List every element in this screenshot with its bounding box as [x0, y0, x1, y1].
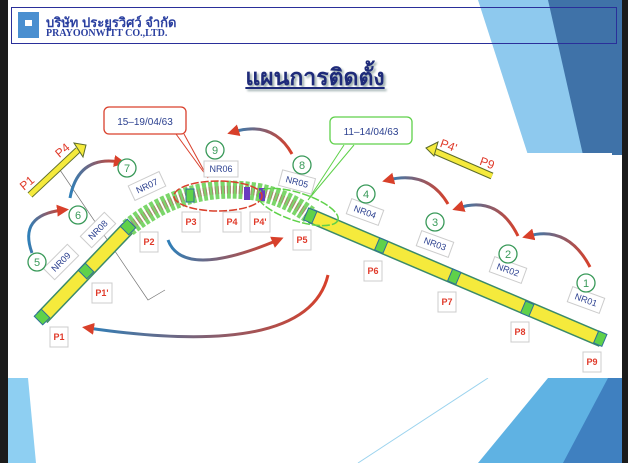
- pier-p6: P6: [363, 260, 383, 282]
- svg-text:P7: P7: [441, 297, 452, 307]
- company-name-thai: บริษัท ประยูรวิศว์ จำกัด: [46, 15, 177, 30]
- svg-text:3: 3: [432, 217, 438, 229]
- direction-arrow-p9-p4prime: P4' P9: [425, 136, 497, 180]
- svg-text:P4': P4': [438, 136, 459, 155]
- direction-arrow-p1-p4: P1 P4: [17, 140, 87, 198]
- step-1: 1: [576, 273, 596, 293]
- installation-diagram: 15–19/04/63 11–14/04/63 P1 P4 P4' P9 NR0…: [17, 106, 608, 430]
- slide-title: แผนการติดตั้ง: [245, 64, 385, 90]
- support-p5: [302, 207, 318, 225]
- svg-text:P5: P5: [296, 235, 307, 245]
- sequence-arrows: [27, 124, 592, 339]
- company-header: บริษัท ประยูรวิศว์ จำกัด PRAYOONWITT CO.…: [11, 7, 617, 44]
- step-7: 7: [117, 158, 137, 178]
- pier-p7: P7: [437, 291, 457, 313]
- step-4: 4: [356, 184, 376, 204]
- pier-p1: P1: [49, 326, 69, 348]
- svg-text:P1: P1: [53, 332, 64, 342]
- step-6: 6: [68, 205, 88, 225]
- support-p7: [446, 268, 462, 286]
- support-p4: [244, 187, 250, 200]
- svg-text:8: 8: [299, 160, 305, 172]
- pier-p5: P5: [292, 229, 312, 251]
- segment-nr03: NR03: [415, 230, 455, 258]
- step-2: 2: [498, 244, 518, 264]
- company-name-english: PRAYOONWITT CO.,LTD.: [46, 28, 168, 39]
- segment-nr07: NR07: [127, 170, 167, 202]
- svg-text:1: 1: [583, 278, 589, 290]
- svg-text:P6: P6: [367, 266, 378, 276]
- support-p3: [185, 188, 195, 203]
- support-p8: [519, 300, 535, 318]
- pier-p1prime: P1': [91, 282, 113, 304]
- segment-nr04: NR04: [345, 198, 385, 226]
- pier-p8: P8: [510, 321, 530, 343]
- step-8: 8: [292, 155, 312, 175]
- support-p9: [592, 330, 608, 348]
- svg-text:P2: P2: [143, 237, 154, 247]
- segment-nr06: NR06: [203, 160, 239, 178]
- support-p1: [33, 308, 51, 326]
- callout-green-text: 11–14/04/63: [344, 127, 399, 138]
- segment-nr08: NR08: [79, 211, 117, 249]
- svg-text:P3: P3: [185, 217, 196, 227]
- svg-text:P1': P1': [95, 288, 108, 298]
- pier-p2: P2: [139, 231, 159, 253]
- segment-nr09: NR09: [42, 243, 80, 281]
- svg-text:7: 7: [124, 163, 130, 175]
- pier-p4: P4: [222, 211, 242, 233]
- svg-text:P8: P8: [514, 327, 525, 337]
- step-3: 3: [425, 212, 445, 232]
- segment-nr01: NR01: [566, 286, 606, 314]
- support-p2: [119, 218, 137, 236]
- step-9: 9: [205, 140, 225, 160]
- company-logo: [18, 12, 39, 38]
- slide: บริษัท ประยูรวิศว์ จำกัด PRAYOONWITT CO.…: [8, 0, 622, 463]
- svg-text:P4: P4: [226, 217, 237, 227]
- svg-text:P9: P9: [478, 154, 497, 172]
- segment-nr05: NR05: [277, 169, 317, 195]
- svg-text:P4': P4': [253, 217, 266, 227]
- svg-text:5: 5: [34, 257, 40, 269]
- support-p1prime: [77, 262, 95, 280]
- step-5: 5: [27, 252, 47, 272]
- callout-red: 15–19/04/63: [103, 106, 209, 179]
- svg-text:NR06: NR06: [209, 164, 232, 174]
- callout-red-text: 15–19/04/63: [117, 117, 173, 128]
- svg-text:6: 6: [75, 210, 81, 222]
- svg-text:4: 4: [363, 189, 369, 201]
- support-p6: [373, 237, 389, 255]
- pier-p9: P9: [582, 351, 602, 373]
- callout-green: 11–14/04/63: [307, 116, 413, 201]
- svg-text:P9: P9: [586, 357, 597, 367]
- svg-text:2: 2: [505, 249, 511, 261]
- pier-p3: P3: [181, 211, 201, 233]
- svg-text:9: 9: [212, 145, 218, 157]
- pier-p4prime: P4': [249, 211, 271, 233]
